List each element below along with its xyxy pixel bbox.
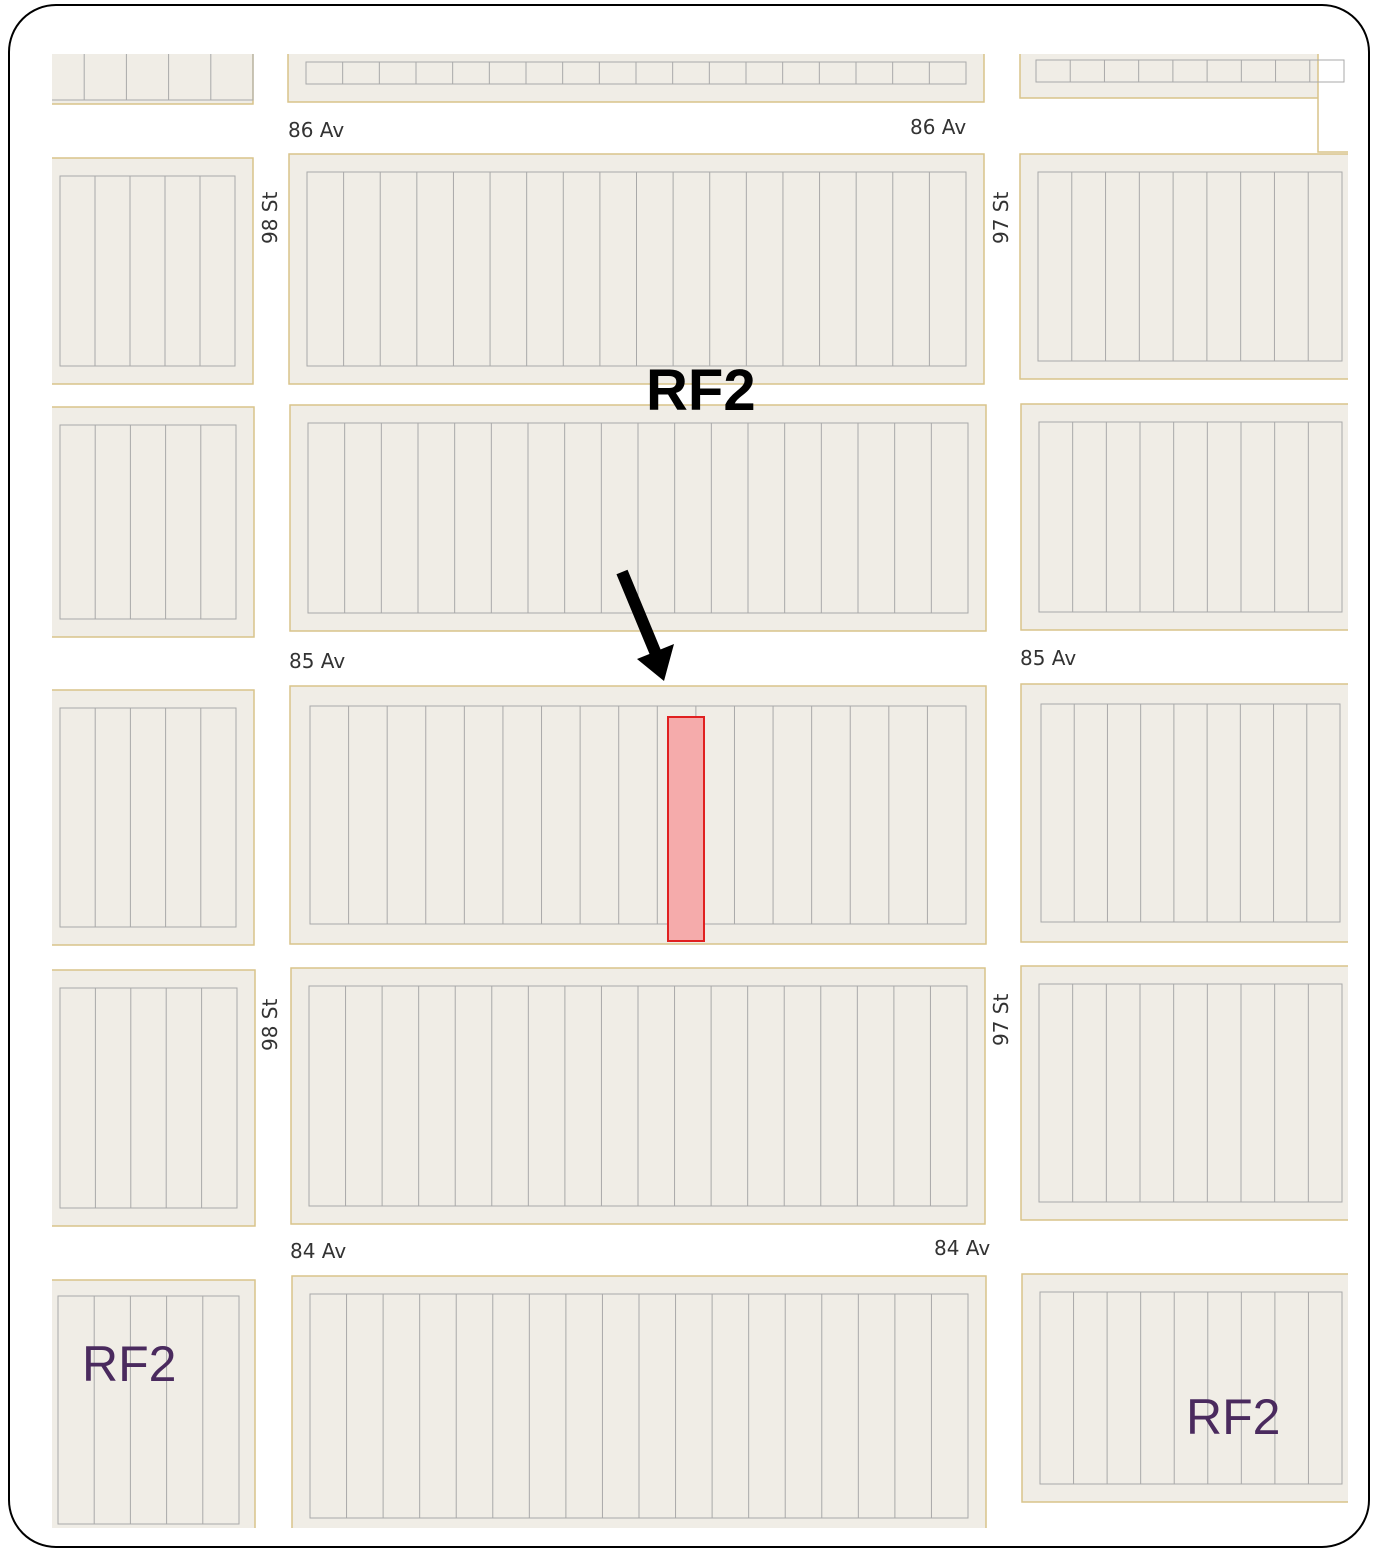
block-b-left[interactable]: [52, 406, 255, 638]
block-c-center[interactable]: [289, 685, 987, 945]
highlighted-lot[interactable]: [667, 716, 705, 942]
map-frame: 86 Av 86 Av 85 Av 85 Av 84 Av 84 Av 98 S…: [8, 4, 1370, 1548]
block-c-right[interactable]: [1020, 683, 1348, 943]
street-label-85-av-right: 85 Av: [1020, 646, 1076, 670]
block-a-right[interactable]: [1019, 153, 1348, 380]
lot-group: [59, 424, 237, 620]
block-d-left[interactable]: [52, 969, 256, 1227]
lane-notch: [1317, 54, 1348, 153]
lot-group: [1037, 171, 1343, 362]
lot-group: [59, 707, 237, 928]
block-c-left[interactable]: [52, 689, 255, 946]
street-label-84-av-right: 84 Av: [934, 1236, 990, 1260]
lot-group: [1040, 703, 1341, 923]
street-label-97-st-bottom: 97 St: [989, 993, 1013, 1046]
street-label-85-av-left: 85 Av: [289, 649, 345, 673]
block-a-left[interactable]: [52, 157, 254, 385]
block-top-right[interactable]: [1019, 54, 1348, 99]
lot-group: [1035, 59, 1345, 83]
zone-label-main: RF2: [646, 358, 756, 423]
lot-group: [1038, 983, 1343, 1203]
street-label-98-st-top: 98 St: [258, 191, 282, 244]
lot-group: [1039, 1291, 1343, 1485]
street-label-86-av-left: 86 Av: [288, 118, 344, 142]
map-canvas: 86 Av 86 Av 85 Av 85 Av 84 Av 84 Av 98 S…: [52, 54, 1348, 1528]
lot-group: [57, 1295, 240, 1525]
lot-group: [52, 54, 254, 101]
lot-group: [1038, 421, 1343, 613]
block-b-right[interactable]: [1020, 403, 1348, 631]
street-label-97-st-top: 97 St: [989, 191, 1013, 244]
block-e-left[interactable]: [52, 1279, 256, 1528]
lot-group: [309, 705, 967, 925]
block-top-left[interactable]: [52, 54, 254, 105]
zone-label-left: RF2: [82, 1336, 176, 1392]
street-label-98-st-bottom: 98 St: [258, 998, 282, 1051]
street-label-84-av-left: 84 Av: [290, 1239, 346, 1263]
block-d-right[interactable]: [1020, 965, 1348, 1221]
block-e-right[interactable]: [1021, 1273, 1348, 1503]
zone-label-right: RF2: [1186, 1389, 1280, 1445]
lot-group: [59, 987, 238, 1209]
street-label-86-av-right: 86 Av: [910, 115, 966, 139]
arrow-indicator: [616, 569, 674, 681]
lot-group: [59, 175, 236, 367]
zoning-map[interactable]: 86 Av 86 Av 85 Av 85 Av 84 Av 84 Av 98 S…: [52, 54, 1348, 1528]
